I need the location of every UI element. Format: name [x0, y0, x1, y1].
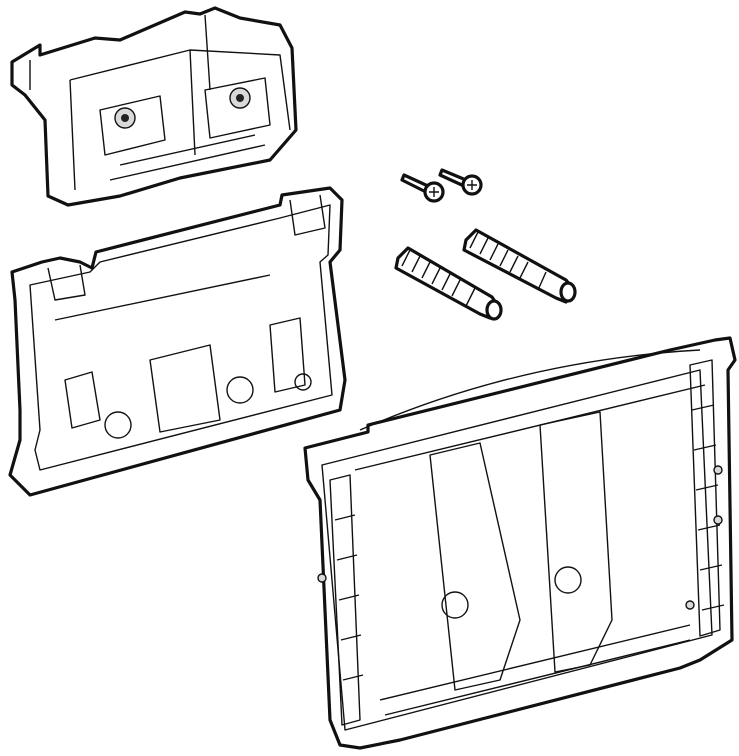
- threaded-rod-icon: [462, 228, 577, 304]
- screw-icon: [400, 173, 445, 203]
- screw-icon: [438, 168, 483, 196]
- mounting-frame-icon: [303, 336, 737, 750]
- mounting-bracket-icon: [10, 6, 298, 207]
- threaded-rod-icon: [394, 246, 503, 321]
- cover-plate-icon: [8, 186, 347, 497]
